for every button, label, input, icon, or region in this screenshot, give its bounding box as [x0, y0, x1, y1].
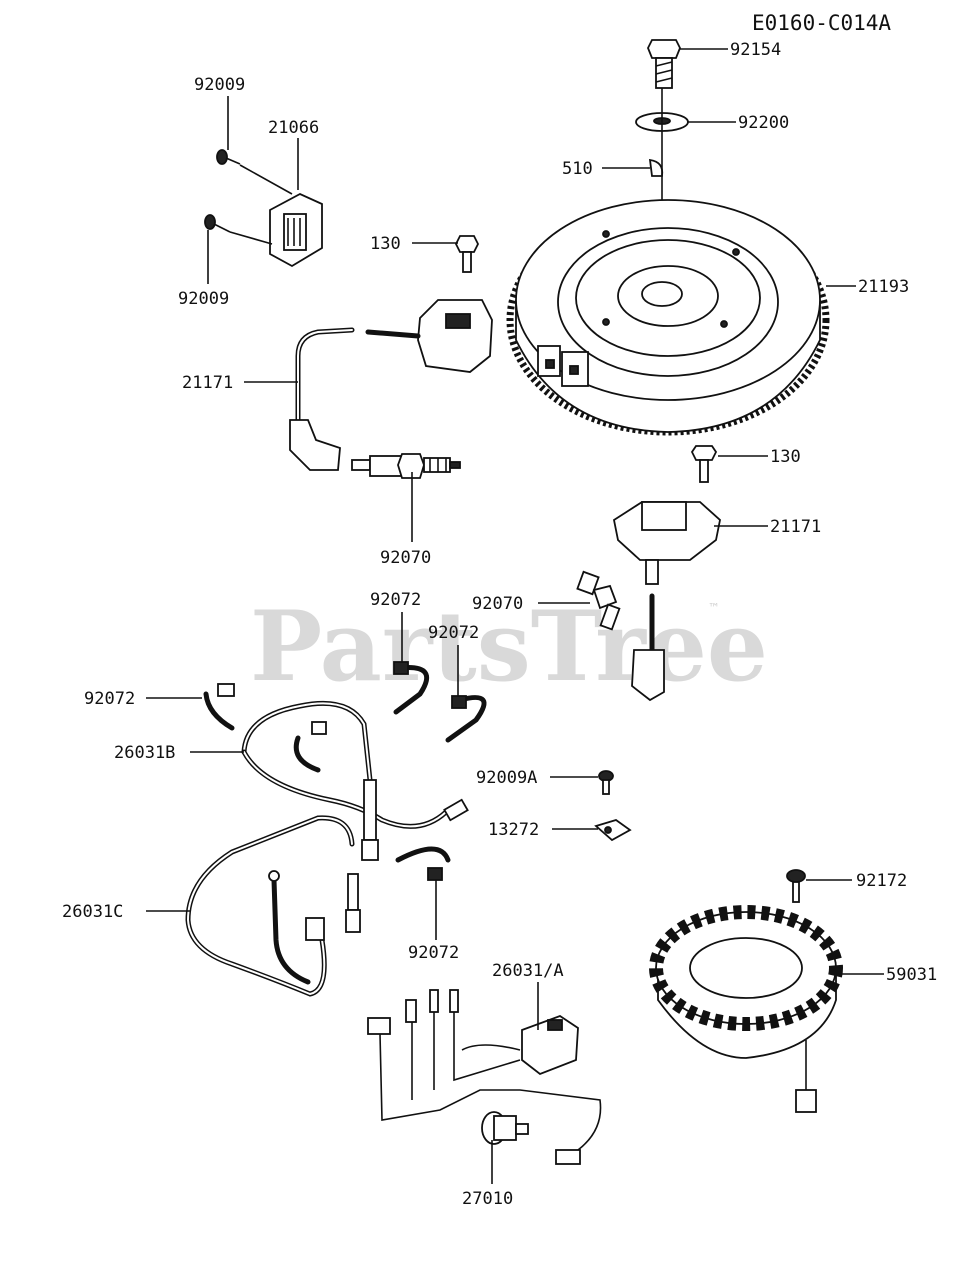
clamp-92072-d-part[interactable]	[395, 846, 451, 881]
spark-plug-92070-mid-part[interactable]	[576, 570, 621, 631]
watermark: PartsTree	[250, 590, 768, 703]
bracket-13272-part[interactable]	[594, 819, 632, 842]
spark-plug-92070-left-part[interactable]	[351, 453, 461, 479]
clamp-92072-c-part[interactable]	[445, 695, 487, 743]
bolt-130-right-part[interactable]	[690, 445, 718, 483]
regulator-21066-part[interactable]	[269, 192, 323, 268]
label-13272: 13272	[488, 820, 539, 840]
diagram-reference: E0160-C014A	[752, 11, 891, 35]
label-92172: 92172	[856, 871, 907, 891]
label-130-top: 130	[370, 234, 401, 254]
label-92200: 92200	[738, 113, 789, 133]
clamp-92072-a-part[interactable]	[203, 683, 235, 731]
ignition-coil-21171-right-part[interactable]	[612, 501, 721, 702]
wire-harness-26031C-part[interactable]	[185, 815, 361, 997]
screw-92009A-part[interactable]	[598, 770, 614, 795]
label-92009A: 92009A	[476, 768, 537, 788]
screw-92009-top-part[interactable]	[216, 149, 241, 165]
label-21171-right: 21171	[770, 517, 821, 537]
wire-harness-26031A-part[interactable]	[367, 989, 602, 1165]
label-92072-a: 92072	[370, 590, 421, 610]
screw-92172-part[interactable]	[786, 869, 806, 903]
clamp-92072-b-part[interactable]	[393, 661, 430, 715]
stator-59031-part[interactable]	[649, 905, 843, 1113]
label-92072-b: 92072	[428, 623, 479, 643]
label-21066: 21066	[268, 118, 319, 138]
label-21171-left: 21171	[182, 373, 233, 393]
label-92072-d: 92072	[408, 943, 459, 963]
bolt-92154-part[interactable]	[647, 39, 681, 89]
label-21193: 21193	[858, 277, 909, 297]
label-26031C: 26031C	[62, 902, 123, 922]
wire-harness-26031B-part[interactable]	[241, 700, 469, 861]
label-26031B: 26031B	[114, 743, 175, 763]
flywheel-21193-part[interactable]	[506, 199, 830, 436]
label-92070-mid: 92070	[472, 594, 523, 614]
label-510: 510	[562, 159, 593, 179]
key-510-part[interactable]	[648, 158, 664, 177]
trademark-symbol: ™	[708, 601, 720, 615]
label-26031A: 26031/A	[492, 961, 564, 981]
oil-switch-27010-part[interactable]	[481, 1111, 529, 1145]
label-130-right: 130	[770, 447, 801, 467]
label-27010: 27010	[462, 1189, 513, 1209]
bolt-130-top-part[interactable]	[454, 235, 480, 273]
label-92070-left: 92070	[380, 548, 431, 568]
ignition-coil-21171-left-part[interactable]	[289, 299, 493, 471]
label-92072-c: 92072	[84, 689, 135, 709]
label-92009-top: 92009	[194, 75, 245, 95]
label-92154: 92154	[730, 40, 781, 60]
label-59031: 59031	[886, 965, 937, 985]
label-92009-bottom: 92009	[178, 289, 229, 309]
screw-92009-bottom-part[interactable]	[204, 214, 231, 233]
